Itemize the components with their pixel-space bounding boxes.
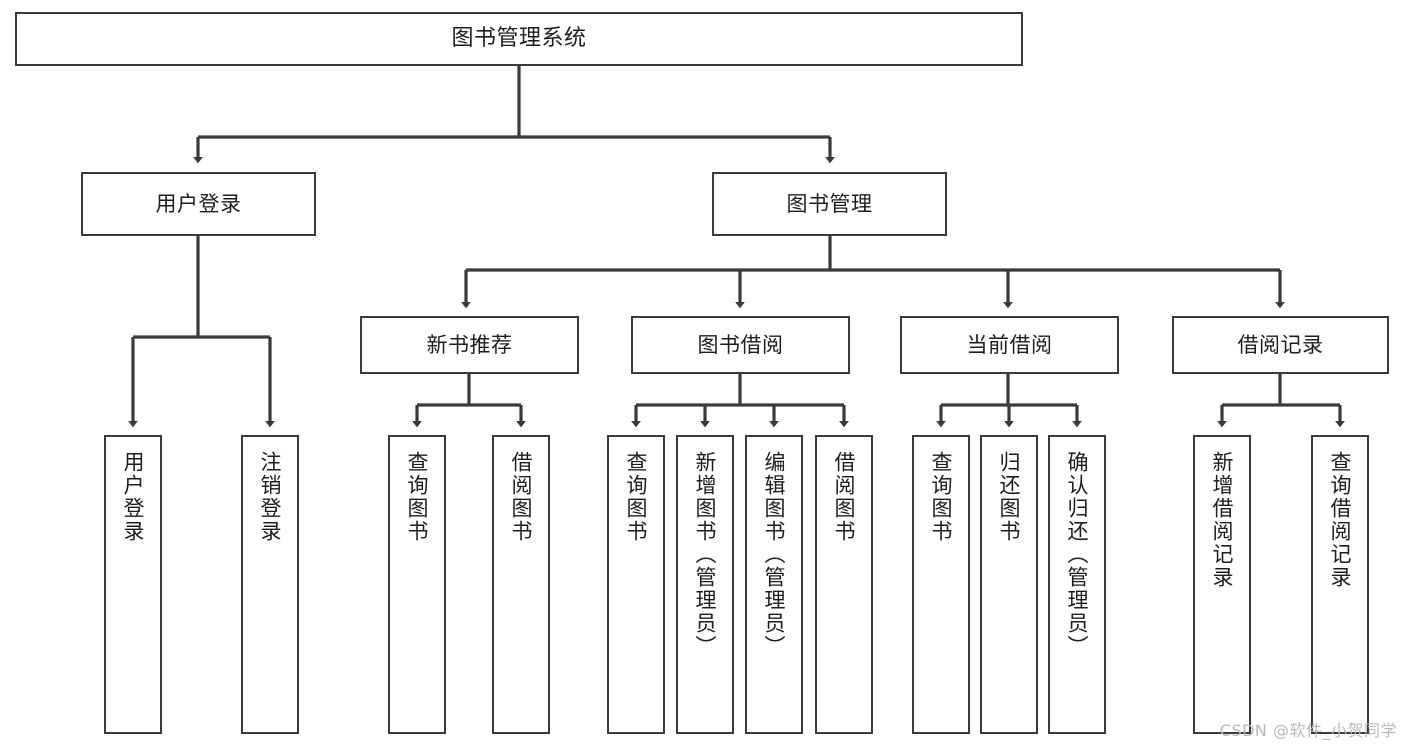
node-label: 图书管理: [786, 191, 873, 216]
node-label: 用户登录: [155, 191, 242, 216]
node-label: 新书推荐: [426, 332, 513, 357]
node-leaf-query-book-current[interactable]: 查询图书: [912, 435, 970, 734]
node-leaf-query-book-recommend[interactable]: 查询图书: [388, 435, 446, 734]
node-leaf-user-login[interactable]: 用户登录: [104, 435, 162, 734]
node-leaf-confirm-return[interactable]: 确认归还（管理员）: [1048, 435, 1106, 734]
node-leaf-add-book[interactable]: 新增图书（管理员）: [676, 435, 734, 734]
node-book-borrow[interactable]: 图书借阅: [631, 316, 850, 374]
node-label: 用户登录: [121, 451, 146, 543]
node-label: 新增借阅记录: [1210, 451, 1235, 589]
node-leaf-query-book-borrow[interactable]: 查询图书: [607, 435, 665, 734]
node-current-borrow[interactable]: 当前借阅: [900, 316, 1119, 374]
node-leaf-add-borrow-record[interactable]: 新增借阅记录: [1193, 435, 1251, 734]
node-label: 当前借阅: [966, 332, 1053, 357]
node-borrow-record[interactable]: 借阅记录: [1172, 316, 1389, 374]
node-label: 查询图书: [405, 451, 430, 543]
node-label: 查询图书: [929, 451, 954, 543]
node-leaf-query-borrow-record[interactable]: 查询借阅记录: [1311, 435, 1369, 734]
node-label: 注销登录: [258, 451, 283, 543]
node-root-book-management-system[interactable]: 图书管理系统: [15, 12, 1023, 66]
csdn-watermark: CSDN @软件_小贺同学: [1219, 721, 1397, 740]
node-label: 借阅记录: [1237, 332, 1324, 357]
node-label: 借阅图书: [832, 451, 857, 543]
node-leaf-borrow-book-recommend[interactable]: 借阅图书: [492, 435, 550, 734]
node-label: 图书借阅: [697, 332, 784, 357]
node-new-book-recommend[interactable]: 新书推荐: [360, 316, 579, 374]
node-user-login[interactable]: 用户登录: [81, 172, 316, 236]
node-leaf-edit-book[interactable]: 编辑图书（管理员）: [745, 435, 803, 734]
node-label: 图书管理系统: [451, 26, 587, 52]
node-leaf-borrow-book[interactable]: 借阅图书: [815, 435, 873, 734]
node-label: 编辑图书（管理员）: [762, 451, 787, 658]
node-label: 借阅图书: [509, 451, 534, 543]
node-leaf-user-logout[interactable]: 注销登录: [241, 435, 299, 734]
node-label: 查询图书: [624, 451, 649, 543]
node-leaf-return-book[interactable]: 归还图书: [980, 435, 1038, 734]
node-label: 查询借阅记录: [1328, 451, 1353, 589]
node-label: 归还图书: [997, 451, 1022, 543]
node-label: 确认归还（管理员）: [1065, 451, 1090, 658]
node-book-manage[interactable]: 图书管理: [712, 172, 947, 236]
node-label: 新增图书（管理员）: [693, 451, 718, 658]
